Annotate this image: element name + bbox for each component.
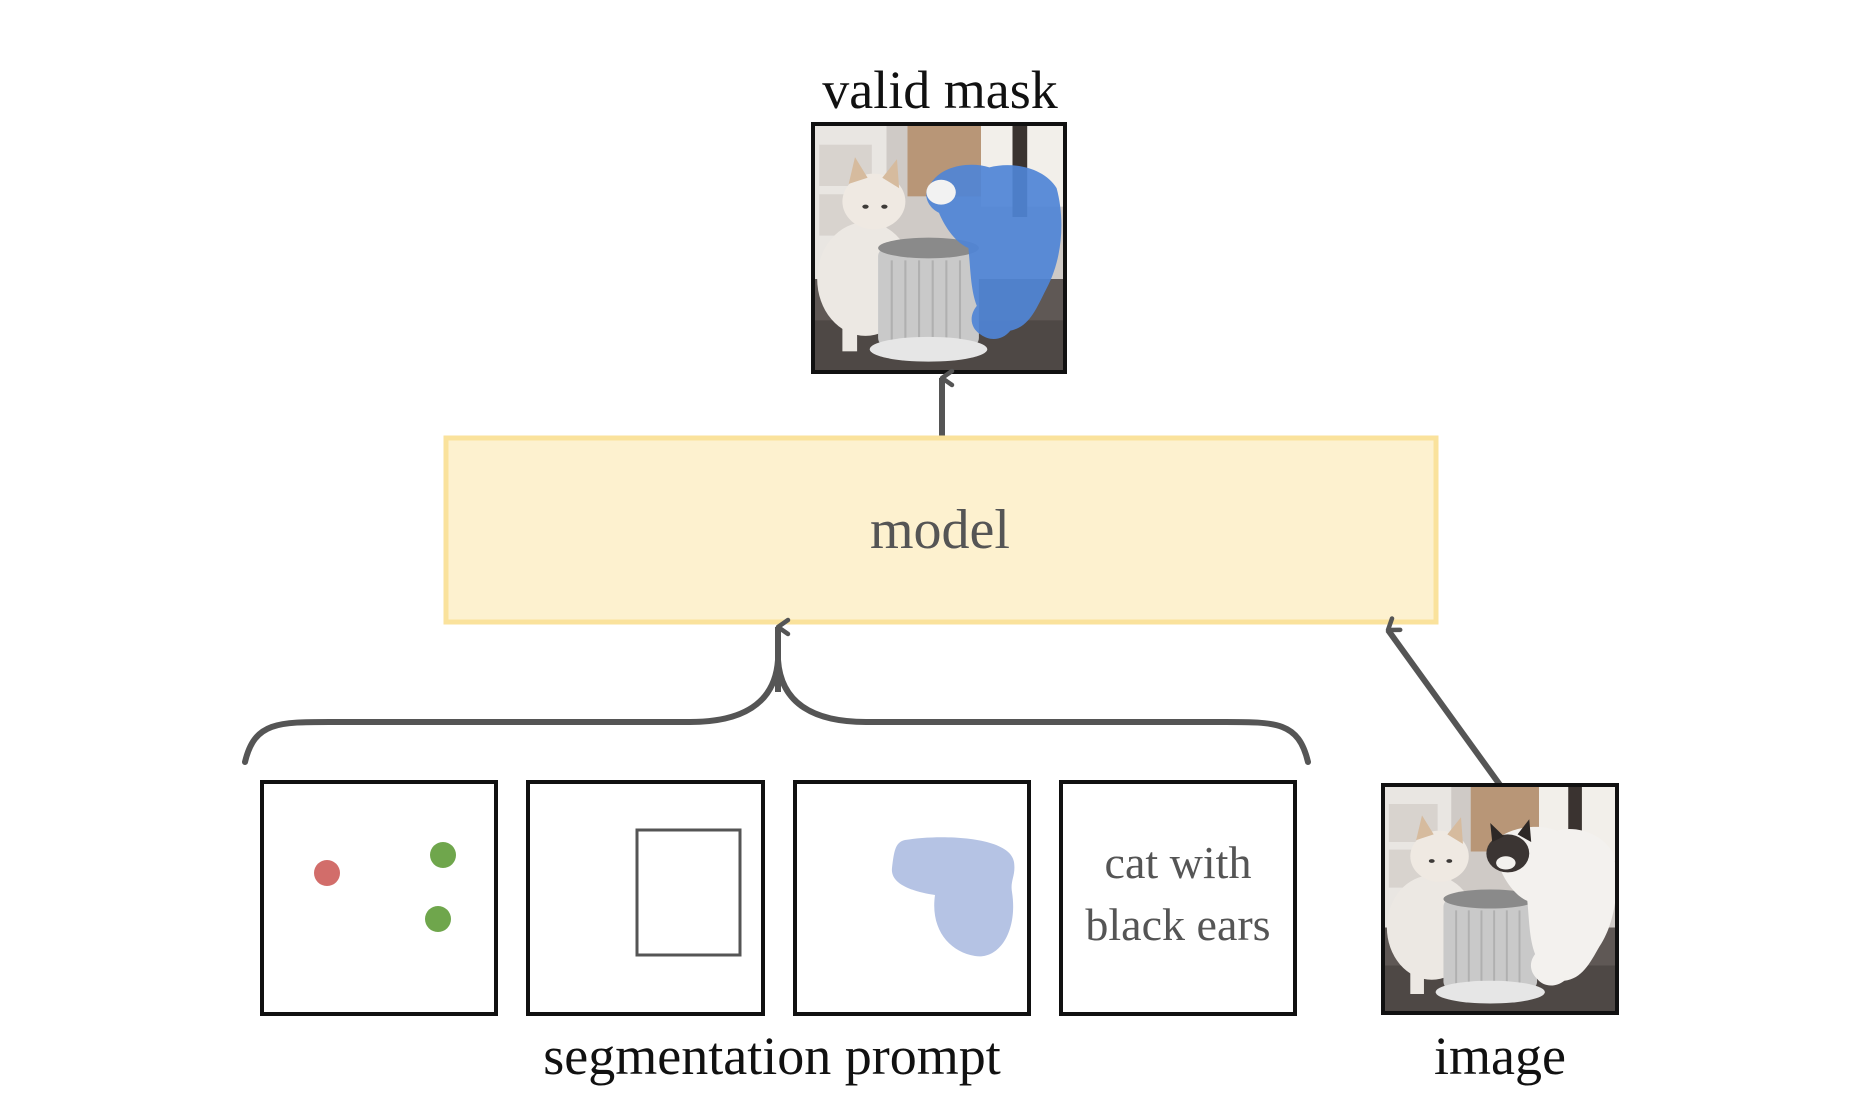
image-label: image — [1434, 1026, 1566, 1086]
text-prompt-line-1: cat with — [1105, 837, 1252, 888]
input-image-frame — [1381, 783, 1619, 1015]
box-prompt-frame — [526, 780, 765, 1016]
text-prompt-line-2: black ears — [1085, 899, 1270, 950]
model-label: model — [870, 499, 1010, 561]
text-prompt-frame — [1059, 780, 1297, 1016]
text-prompt-panel: cat with black ears — [1059, 780, 1297, 1016]
input-image — [1381, 783, 1619, 1015]
arrow-image-to-model — [1385, 616, 1503, 787]
mask-blob-icon — [891, 837, 1015, 957]
negative-point — [314, 860, 340, 886]
prompt-group-label: segmentation prompt — [543, 1026, 1000, 1086]
output-image-frame — [811, 122, 1067, 374]
output-mask-image — [811, 122, 1067, 374]
model-block: model — [443, 435, 1439, 625]
output-title: valid mask — [822, 60, 1057, 120]
points-icon — [314, 842, 456, 932]
box-icon — [635, 828, 742, 957]
points-prompt-panel — [260, 780, 498, 1016]
model-box — [443, 435, 1439, 625]
positive-point — [430, 842, 456, 868]
box-prompt-panel — [526, 780, 765, 1016]
mask-prompt-panel — [793, 780, 1031, 1016]
positive-point — [425, 906, 451, 932]
points-prompt-frame — [260, 780, 498, 1016]
cat-mask-overlay — [926, 164, 1062, 340]
